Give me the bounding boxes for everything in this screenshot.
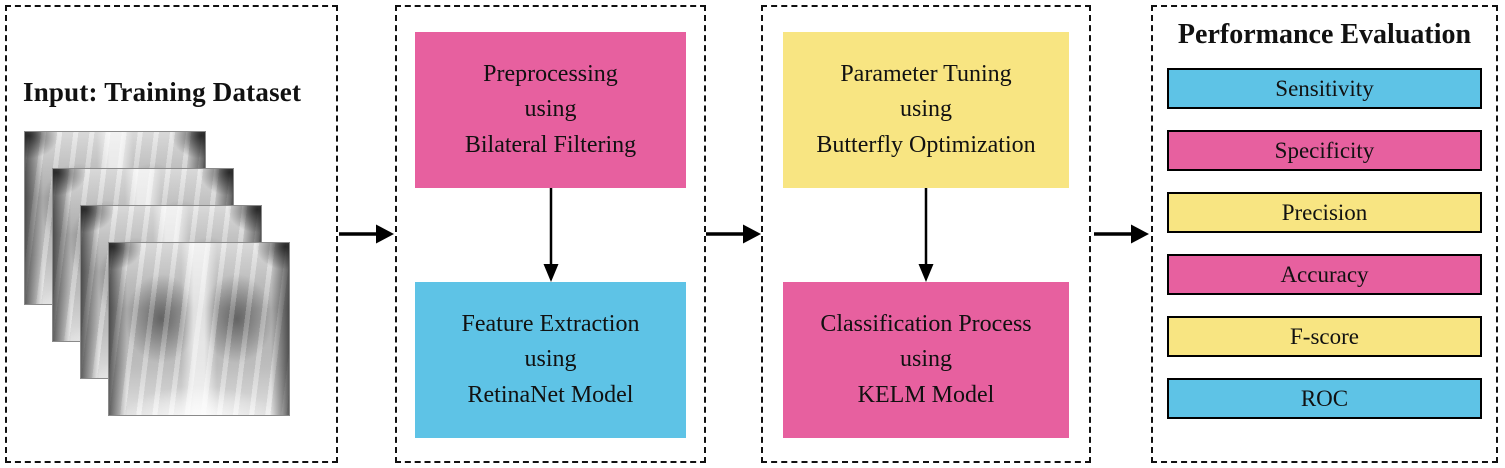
stage-panel-classification: Parameter Tuning using Butterfly Optimiz… [761, 5, 1091, 463]
flow-arrow-right-icon [1091, 221, 1151, 247]
box-text-line: Feature Extraction [461, 310, 640, 337]
metric-specificity: Specificity [1167, 130, 1482, 171]
box-text-line: using [524, 346, 577, 373]
flow-arrow-down-icon [915, 188, 937, 282]
box-text-line: using [524, 96, 577, 123]
flow-arrow-right-icon [338, 221, 395, 247]
stage-panel-preprocessing: Preprocessing using Bilateral Filtering … [395, 5, 706, 463]
box-text-line: Butterfly Optimization [816, 131, 1036, 158]
performance-evaluation-title: Performance Evaluation [1177, 19, 1472, 50]
box-text-line: using [899, 346, 952, 373]
classification-box: Classification Process using KELM Model [782, 282, 1070, 438]
metrics-list: Sensitivity Specificity Precision Accura… [1153, 68, 1496, 419]
input-panel-title: Input: Training Dataset [23, 77, 302, 107]
metric-precision: Precision [1167, 192, 1482, 233]
box-text-line: Bilateral Filtering [464, 131, 637, 158]
box-text-line: Parameter Tuning [840, 60, 1012, 87]
input-panel: Input: Training Dataset [5, 5, 338, 463]
feature-extraction-box: Feature Extraction using RetinaNet Model [415, 282, 686, 438]
box-text-line: RetinaNet Model [467, 381, 634, 408]
box-text-line: KELM Model [857, 381, 995, 408]
metric-roc: ROC [1167, 378, 1482, 419]
metric-fscore: F-score [1167, 316, 1482, 357]
flow-arrow-right-icon [706, 221, 761, 247]
parameter-tuning-box: Parameter Tuning using Butterfly Optimiz… [782, 32, 1070, 188]
box-text-line: using [899, 96, 952, 123]
metric-sensitivity: Sensitivity [1167, 68, 1482, 109]
metric-accuracy: Accuracy [1167, 254, 1482, 295]
box-text-line: Classification Process [820, 310, 1032, 337]
chest-xray-image [109, 243, 289, 415]
performance-evaluation-panel: Performance Evaluation Sensitivity Speci… [1151, 5, 1498, 463]
flow-arrow-down-icon [540, 188, 562, 282]
preprocessing-box: Preprocessing using Bilateral Filtering [415, 32, 686, 188]
box-text-line: Preprocessing [483, 60, 618, 87]
chest-xray-stack [25, 132, 291, 418]
